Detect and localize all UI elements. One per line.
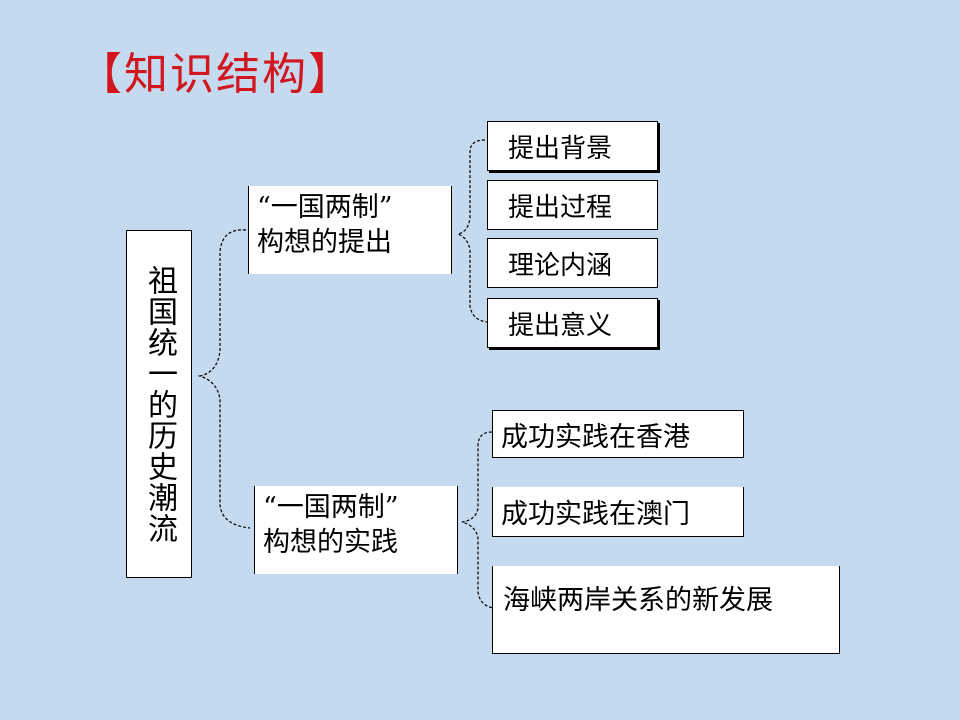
branch-label-line2: 构想的提出 bbox=[257, 227, 392, 259]
lower-brace bbox=[461, 431, 495, 609]
leaf-box-hongkong: 成功实践在香港 bbox=[492, 410, 744, 458]
leaf-box-background: 提出背景 bbox=[487, 121, 658, 171]
leaf-box-significance: 提出意义 bbox=[487, 298, 658, 348]
page-title: 【知识结构】 bbox=[78, 49, 354, 100]
branch-box-practice: “一国两制” 构想的实践 bbox=[254, 486, 458, 574]
branch-label-line2: 构想的实践 bbox=[263, 527, 398, 559]
leaf-box-connotation: 理论内涵 bbox=[487, 238, 658, 288]
branch-label-line1: “一国两制” bbox=[257, 192, 393, 223]
upper-brace bbox=[455, 139, 488, 323]
branch-label-line1: “一国两制” bbox=[263, 492, 399, 523]
leaf-box-cross-strait: 海峡两岸关系的新发展 bbox=[492, 566, 840, 654]
leaf-box-process: 提出过程 bbox=[487, 180, 658, 230]
root-topic-box: 祖国统一的历史潮流 bbox=[126, 230, 192, 578]
leaf-box-macau: 成功实践在澳门 bbox=[492, 487, 744, 537]
branch-box-proposal: “一国两制” 构想的提出 bbox=[248, 186, 452, 274]
root-brace bbox=[197, 229, 251, 529]
